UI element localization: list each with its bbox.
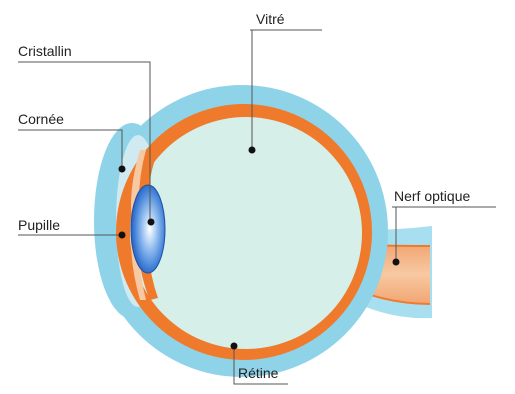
label-vitre: Vitré xyxy=(256,11,285,27)
label-nerf-optique: Nerf optique xyxy=(394,188,470,204)
label-cornee: Cornée xyxy=(18,111,64,127)
label-cristallin: Cristallin xyxy=(18,43,72,59)
lens xyxy=(131,185,165,273)
label-pupille: Pupille xyxy=(18,217,60,233)
label-retine: Rétine xyxy=(238,365,279,381)
